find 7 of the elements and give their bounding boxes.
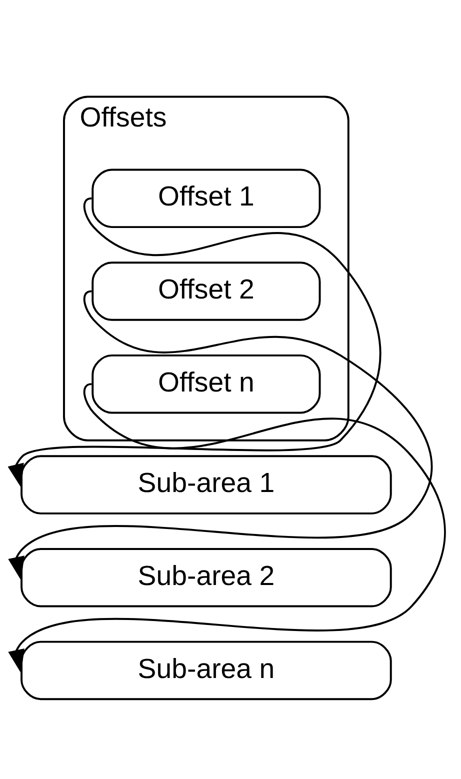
node-box: Offset n: [92, 354, 321, 414]
node-box: Sub-area n: [20, 640, 392, 700]
arrow: [8, 382, 446, 673]
node-box: Sub-area 1: [20, 454, 392, 514]
node-box: Sub-area 2: [20, 548, 392, 607]
node-box: Offset 2: [92, 261, 321, 320]
node-box: Offset 1: [92, 168, 321, 228]
